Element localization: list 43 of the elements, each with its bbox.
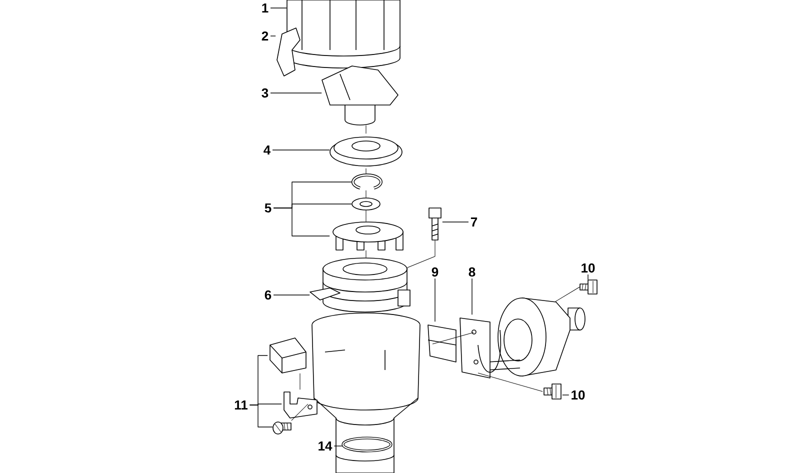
callout-number: 2: [262, 31, 268, 41]
assembly-line: [432, 332, 474, 344]
leader-line: [270, 92, 322, 94]
leader-line: [273, 208, 330, 236]
leader-line: [434, 278, 436, 322]
dust-shield-drawing: [330, 136, 402, 166]
bracket-drawing: [284, 392, 318, 418]
leader-line: [273, 294, 310, 296]
terminal-clip-drawing: [310, 288, 340, 300]
rotor-drawing: [322, 66, 398, 126]
plug-drawing: [270, 338, 306, 374]
assembly-line: [291, 404, 308, 421]
callout-number: 10: [582, 263, 595, 273]
vacuum-unit-drawing: [488, 298, 586, 376]
assembly-line: [407, 240, 436, 268]
screw-drawing: [272, 422, 292, 434]
leader-line: [562, 394, 570, 396]
callout-number: 4: [264, 146, 271, 154]
callout-number: 3: [262, 88, 268, 98]
assembly-line: [478, 372, 543, 392]
star-plate-drawing: [332, 222, 404, 250]
clamp-ring: [342, 436, 392, 452]
distributor-cap-drawing: [286, 0, 400, 68]
distributor-body-drawing: [312, 258, 420, 473]
bracket-drawing: [428, 324, 456, 362]
clip-drawing: [276, 28, 300, 76]
bracket-drawing: [460, 318, 502, 378]
screw-drawing: [428, 208, 442, 240]
washer-drawing: [352, 198, 380, 210]
callout-number: 6: [264, 290, 272, 300]
leader-line: [249, 404, 273, 428]
callout-number: 8: [468, 267, 476, 277]
callout-number: 5: [264, 203, 272, 213]
assembly-line: [555, 286, 580, 302]
callout-number: 14: [318, 442, 332, 450]
screw-drawing: [544, 384, 562, 400]
screw-drawing: [580, 280, 598, 294]
callout-number: 10: [572, 390, 585, 400]
callout-number: 7: [470, 218, 478, 226]
circlip-drawing: [352, 174, 382, 190]
callout-number: 11: [234, 400, 248, 410]
callout-number: 9: [432, 267, 438, 277]
callout-number: 1: [262, 4, 268, 12]
